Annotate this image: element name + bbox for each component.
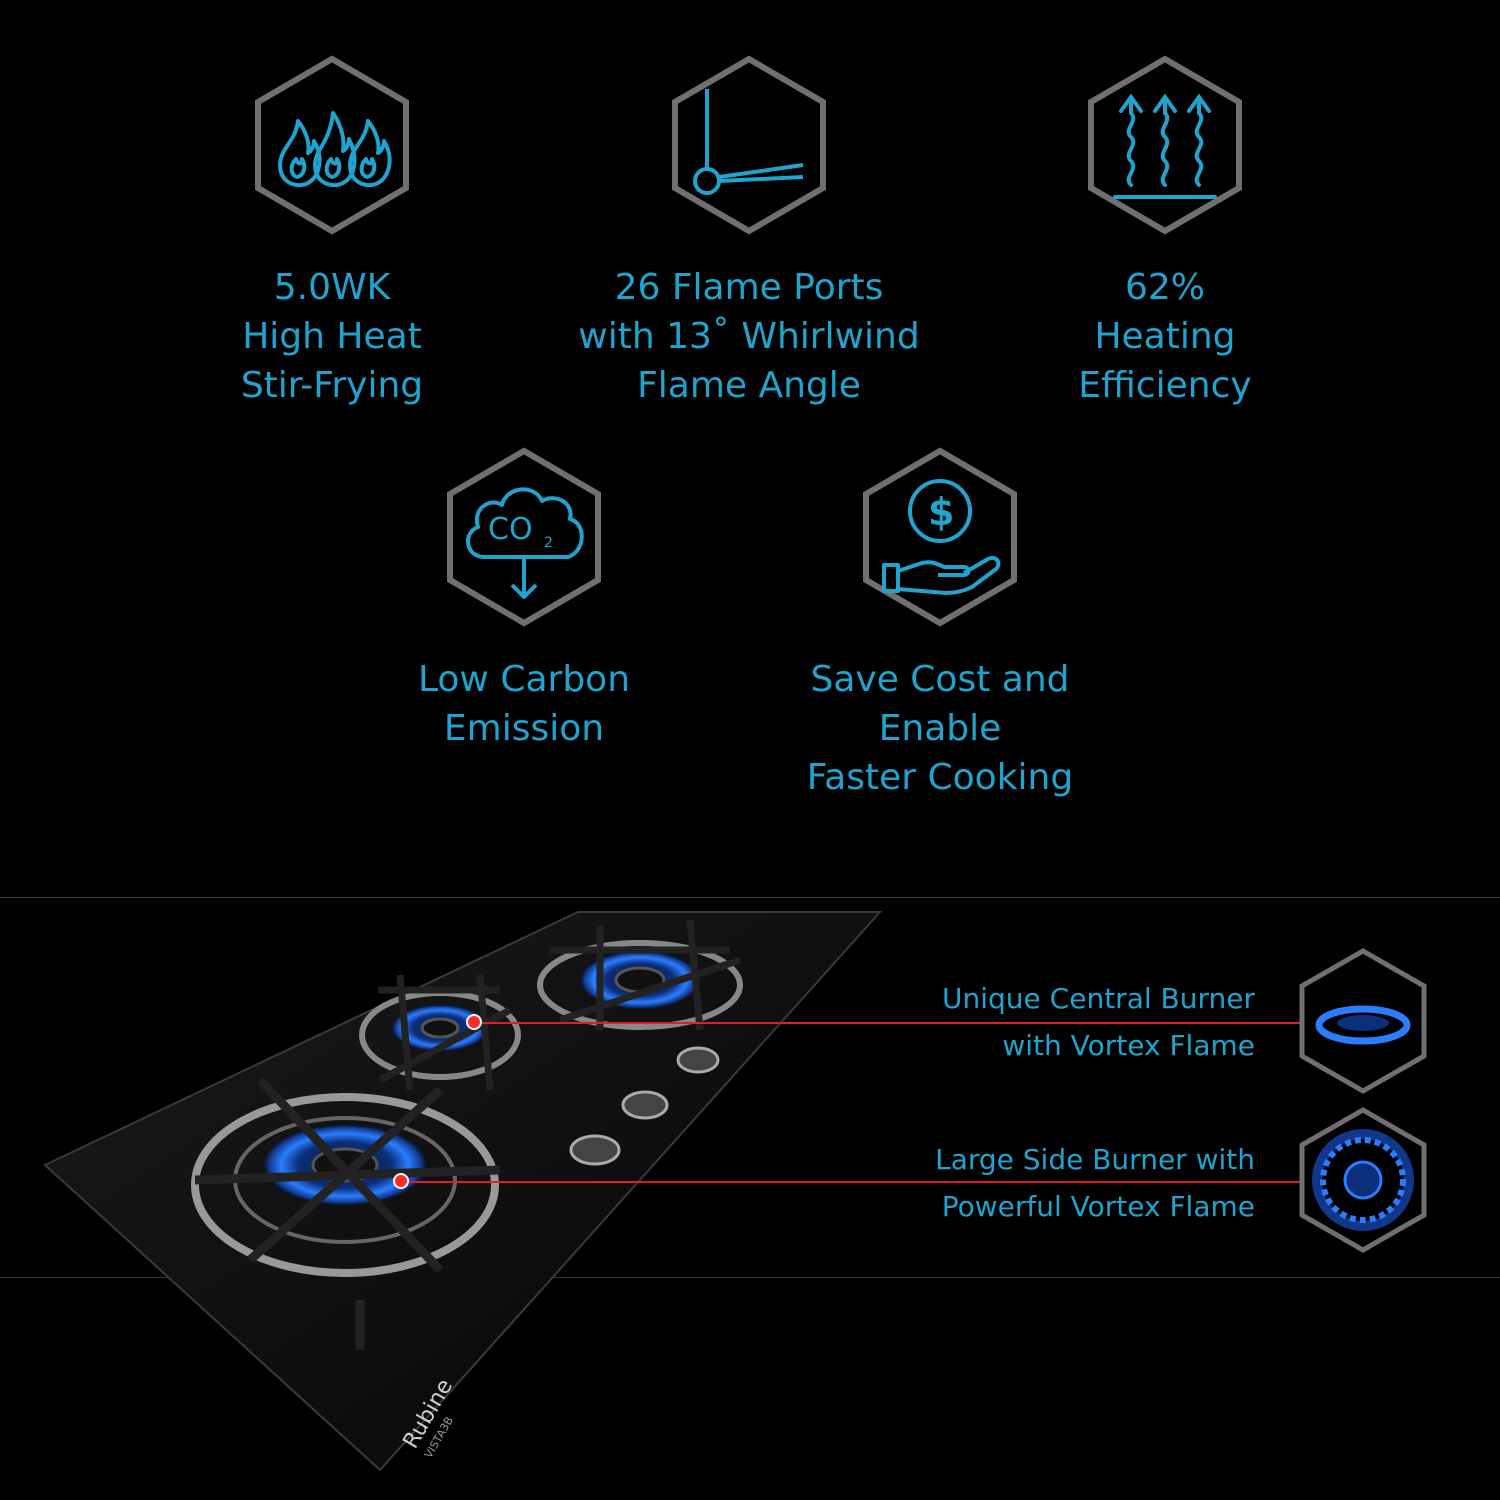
feature-line: Save Cost and — [810, 659, 1070, 700]
callout-line: Unique Central Burner — [942, 982, 1255, 1015]
callout-central-burner: Unique Central Burner with Vortex Flame — [942, 975, 1255, 1069]
feature-line: 26 Flame Ports — [614, 267, 884, 308]
knob — [621, 1090, 669, 1120]
feature-line: Heating — [1094, 316, 1236, 357]
co2-label: CO — [488, 512, 533, 547]
feature-line: with 13˚ Whirlwind — [578, 316, 920, 357]
control-knobs — [569, 1046, 720, 1166]
top-divider — [0, 897, 1500, 898]
callout-side-burner: Large Side Burner with Powerful Vortex F… — [935, 1136, 1255, 1230]
gas-stove-image: Rubine VISTA3B — [43, 911, 883, 1472]
vortex-flame-top-icon — [1299, 1107, 1427, 1253]
feature-line: High Heat — [242, 316, 422, 357]
pointer-dot-side — [393, 1173, 409, 1189]
feature-text: Low Carbon Emission — [344, 655, 704, 753]
large-side-burner — [191, 1076, 501, 1350]
callout-line: with Vortex Flame — [1002, 1029, 1255, 1062]
central-burner — [359, 974, 521, 1091]
feature-save-cost: $ Save Cost and Enable Faster Cooking — [760, 447, 1120, 802]
feature-flame-ports: 26 Flame Ports with 13˚ Whirlwind Flame … — [569, 55, 929, 410]
feature-high-heat: 5.0WK High Heat Stir-Frying — [152, 55, 512, 410]
feature-low-carbon: CO 2 Low Carbon Emission — [344, 447, 704, 753]
pointer-line-central — [478, 1022, 1300, 1024]
co2-cloud-icon: CO 2 — [447, 447, 601, 627]
feature-line: Flame Angle — [637, 365, 861, 406]
bottom-divider — [0, 1277, 1500, 1278]
feature-line: Enable — [878, 708, 1002, 749]
dollar-sign: $ — [928, 490, 954, 534]
flames-icon — [255, 55, 409, 235]
feature-text: 26 Flame Ports with 13˚ Whirlwind Flame … — [569, 263, 929, 410]
vortex-flame-side-icon — [1299, 948, 1427, 1094]
feature-line: 62% — [1124, 267, 1205, 308]
callout-line: Powerful Vortex Flame — [941, 1190, 1255, 1223]
flame-angle-icon — [672, 55, 826, 235]
feature-line: Low Carbon — [417, 659, 631, 700]
co2-subscript: 2 — [544, 535, 553, 551]
feature-heating-efficiency: 62% Heating Efficiency — [985, 55, 1345, 410]
feature-text: 62% Heating Efficiency — [985, 263, 1345, 410]
knob — [676, 1046, 720, 1074]
knob — [569, 1134, 621, 1166]
feature-line: Stir-Frying — [240, 365, 424, 406]
heat-waves-icon — [1088, 55, 1242, 235]
pointer-dot-central — [466, 1014, 482, 1030]
callout-line: Large Side Burner with — [935, 1143, 1255, 1176]
feature-line: Emission — [443, 708, 605, 749]
feature-line: 5.0WK — [273, 267, 391, 308]
pointer-line-side — [405, 1181, 1300, 1183]
feature-line: Efficiency — [1078, 365, 1252, 406]
feature-text: 5.0WK High Heat Stir-Frying — [152, 263, 512, 410]
back-burner — [537, 919, 743, 1031]
feature-text: Save Cost and Enable Faster Cooking — [760, 655, 1120, 802]
dollar-hand-icon: $ — [863, 447, 1017, 627]
feature-line: Faster Cooking — [806, 757, 1074, 798]
